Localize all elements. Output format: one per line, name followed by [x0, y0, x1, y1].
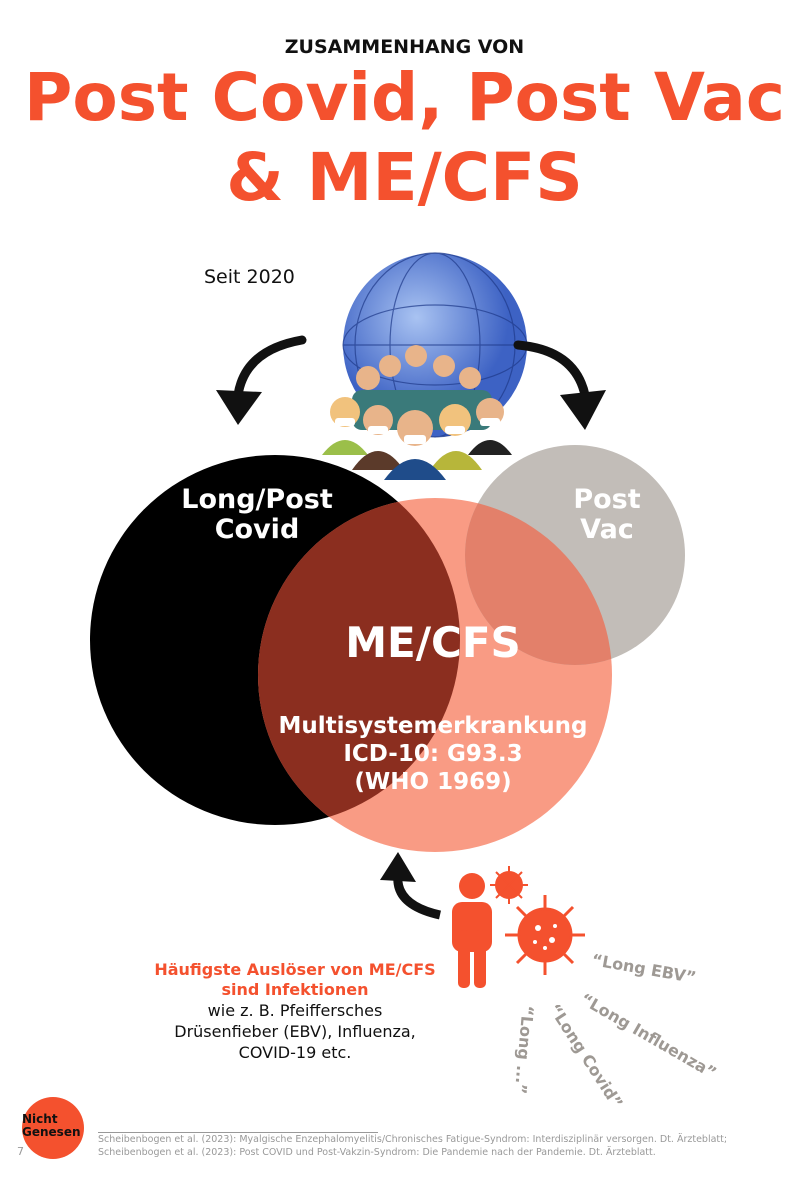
triggers-body-3: COVID-19 etc.: [238, 1043, 352, 1062]
post-vac-label-line2: Vac: [580, 514, 634, 545]
long-covid-label-line2: Covid: [214, 514, 300, 545]
reference-2: Scheibenbogen et al. (2023): Post COVID …: [98, 1147, 656, 1158]
triggers-heading-1: Häufigste Auslöser von ME/CFS: [154, 960, 436, 979]
logo-line1: Nicht: [22, 1112, 58, 1126]
since-label: Seit 2020: [204, 266, 295, 288]
arrow-right-icon: [513, 340, 606, 430]
footnote-divider: [98, 1132, 378, 1133]
title-line-1: Post Covid, Post Vac: [24, 59, 785, 136]
post-vac-label-line1: Post: [573, 484, 641, 515]
arrow-up-icon: [380, 852, 442, 920]
me-cfs-label: ME/CFS: [345, 618, 521, 667]
reference-1: Scheibenbogen et al. (2023): Myalgische …: [98, 1134, 728, 1145]
page-number: 7: [17, 1145, 24, 1158]
virus-large-icon: [505, 895, 585, 975]
desc-line-3: (WHO 1969): [354, 769, 512, 795]
desc-line-2: ICD-10: G93.3: [343, 741, 523, 767]
virus-small-icon: [490, 866, 528, 904]
me-cfs-description: Multisystemerkrankung ICD-10: G93.3 (WHO…: [233, 712, 633, 796]
logo-line2: Genesen: [22, 1125, 81, 1139]
triggers-body-1: wie z. B. Pfeiffersches: [207, 1001, 383, 1020]
triggers-heading-2: sind Infektionen: [221, 980, 369, 999]
title-line-2: & ME/CFS: [226, 139, 583, 216]
arrow-left-icon: [216, 335, 307, 425]
long-covid-label-line1: Long/Post: [181, 484, 333, 515]
desc-line-1: Multisystemerkrankung: [278, 713, 588, 739]
people-group-icon: [322, 345, 512, 480]
person-icon: [452, 873, 492, 988]
subtitle: ZUSAMMENHANG VON: [284, 36, 525, 58]
triggers-body-2: Drüsenfieber (EBV), Influenza,: [174, 1022, 416, 1041]
